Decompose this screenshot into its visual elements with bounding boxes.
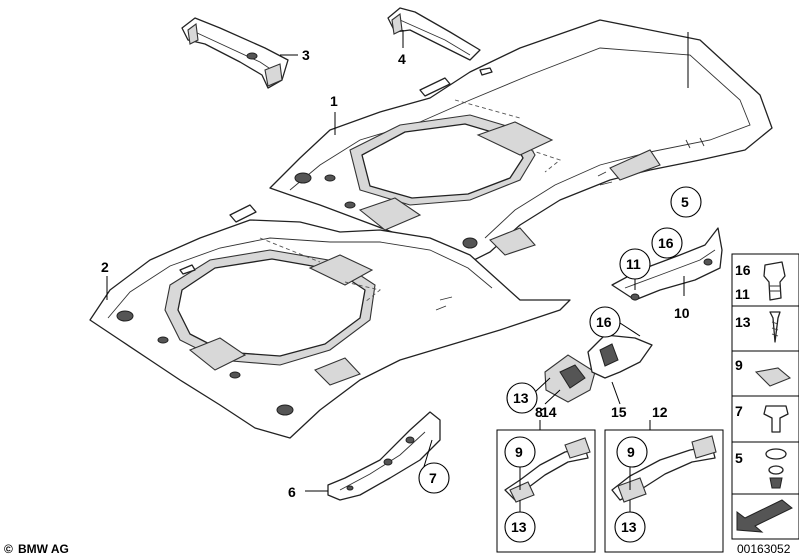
callout-circle-13b xyxy=(504,511,536,543)
pad-icon xyxy=(754,367,792,387)
bracket-3 xyxy=(181,17,289,89)
callout-circle-13c xyxy=(614,511,646,543)
label-13c: 13 xyxy=(621,519,637,535)
clip-icon xyxy=(763,261,786,301)
label-4: 4 xyxy=(398,51,406,67)
headliner-1 xyxy=(269,19,773,263)
label-9a: 9 xyxy=(515,444,523,460)
label-11: 11 xyxy=(626,256,641,272)
bracket-15 xyxy=(587,334,653,379)
label-15: 15 xyxy=(611,404,627,420)
legend-label-13: 13 xyxy=(735,314,751,330)
image-number: 00163052 xyxy=(737,542,791,556)
grab-handle-8 xyxy=(504,437,591,503)
callout-circle-7 xyxy=(418,462,450,494)
rivet-icon xyxy=(763,405,789,433)
label-2: 2 xyxy=(101,259,109,275)
label-10: 10 xyxy=(674,305,690,321)
headliner-2 xyxy=(89,204,571,439)
leader-lines xyxy=(106,30,689,512)
label-13b: 13 xyxy=(511,519,527,535)
label-12: 12 xyxy=(652,404,668,420)
legend-label-11: 11 xyxy=(735,286,750,302)
legend-label-7: 7 xyxy=(735,403,743,419)
copyright-symbol: © xyxy=(4,542,13,556)
callout-circle-13a xyxy=(506,382,538,414)
label-6: 6 xyxy=(288,484,296,500)
bracket-6 xyxy=(327,411,441,501)
label-16b: 16 xyxy=(596,314,612,330)
label-13a: 13 xyxy=(513,390,529,406)
bracket-10 xyxy=(611,227,723,301)
callout-circle-16b xyxy=(589,306,621,338)
callout-circle-9b xyxy=(616,436,648,468)
brand-name: BMW AG xyxy=(18,542,69,556)
legend-label-16: 16 xyxy=(735,262,751,278)
label-7: 7 xyxy=(429,470,437,486)
direction-arrow-icon xyxy=(736,499,793,533)
label-9b: 9 xyxy=(627,444,635,460)
grab-handle-12 xyxy=(611,435,717,503)
legend-label-5: 5 xyxy=(735,450,743,466)
callout-circle-9a xyxy=(504,436,536,468)
fastener-legend xyxy=(731,253,799,540)
label-3: 3 xyxy=(302,47,310,63)
label-14: 14 xyxy=(541,404,557,420)
callout-circle-11 xyxy=(619,248,651,280)
nut-icon xyxy=(765,448,787,460)
label-8: 8 xyxy=(535,404,543,420)
label-1: 1 xyxy=(330,93,338,109)
legend-label-9: 9 xyxy=(735,357,743,373)
callout-circle-16a xyxy=(651,227,683,259)
label-16a: 16 xyxy=(658,235,674,251)
callout-circle-5 xyxy=(670,186,702,218)
bracket-14 xyxy=(544,354,596,403)
screw-icon xyxy=(769,311,781,343)
label-5: 5 xyxy=(681,194,689,210)
